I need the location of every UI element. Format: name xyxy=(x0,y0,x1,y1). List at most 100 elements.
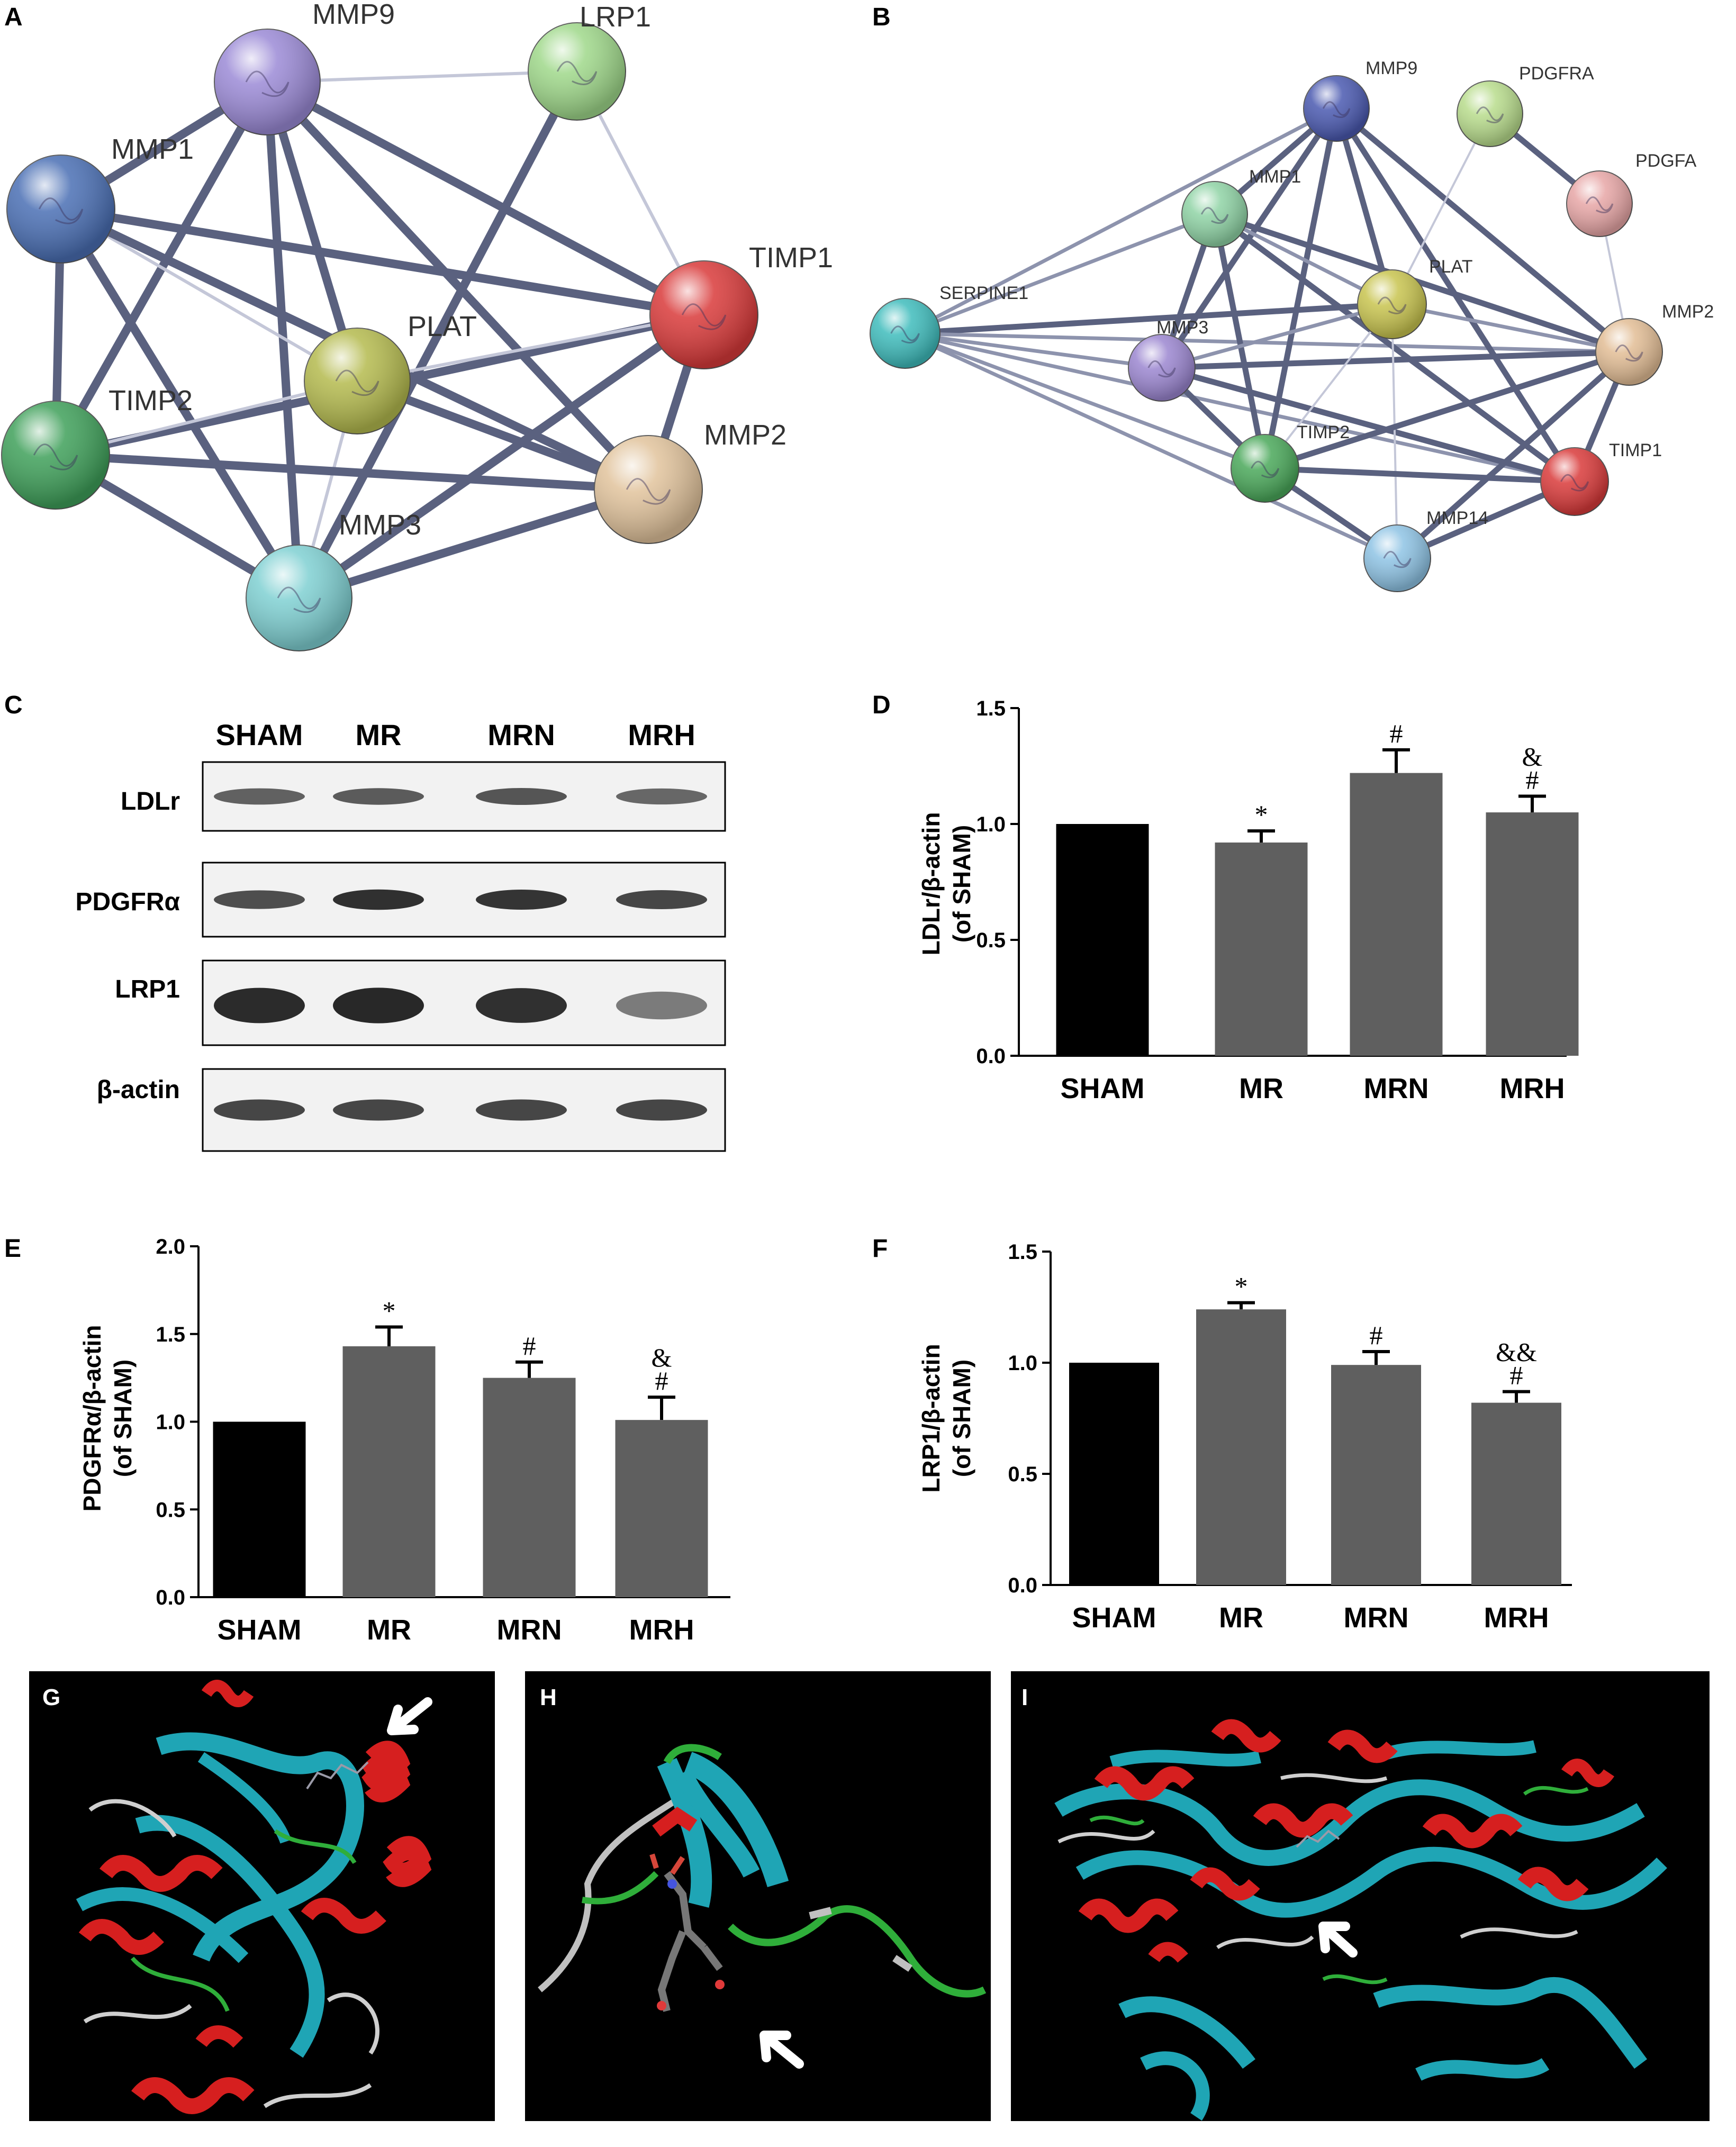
significance-marker: & xyxy=(1522,741,1543,771)
blot-band xyxy=(333,1099,424,1121)
network-edge xyxy=(905,331,1630,354)
blot-band xyxy=(214,1099,305,1121)
network-node-label: MMP3 xyxy=(1156,318,1208,338)
network-node-serpine1: SERPINE1 xyxy=(870,283,1028,369)
network-edge xyxy=(1214,211,1630,355)
blot-band xyxy=(476,1099,567,1121)
bar xyxy=(1069,1363,1159,1585)
network-edge xyxy=(904,331,1398,560)
x-category-label: MR xyxy=(1239,1073,1283,1104)
network-node-timp1: TIMP1 xyxy=(1540,440,1662,516)
blot-band xyxy=(616,991,707,1020)
bar xyxy=(342,1346,436,1597)
panel-letter-c: C xyxy=(4,691,23,719)
panel-letter-g: G xyxy=(42,1684,60,1710)
blot-band xyxy=(616,788,707,805)
x-category-label: SHAM xyxy=(1072,1602,1156,1634)
network-node-label: MMP2 xyxy=(1662,302,1714,322)
structure-panel-g: G xyxy=(29,1671,495,2121)
panel-letter-h: H xyxy=(540,1684,557,1710)
bar xyxy=(1331,1365,1421,1585)
significance-marker: # xyxy=(1370,1320,1383,1350)
significance-marker: # xyxy=(1526,765,1539,794)
arrow-icon xyxy=(760,2031,804,2069)
network-node-label: MMP9 xyxy=(312,0,395,30)
bar xyxy=(213,1421,306,1597)
panel-letter-e: E xyxy=(4,1235,21,1263)
network-edge xyxy=(1391,113,1491,305)
network-node-label: TIMP1 xyxy=(749,242,833,274)
blot-row-label: β-actin xyxy=(97,1076,180,1104)
y-axis-label: LDLr/β-actin(of SHAM) xyxy=(917,812,975,956)
network-edge xyxy=(1391,304,1398,559)
network-node-mmp9: MMP9 xyxy=(214,0,395,135)
blot-row: LRP1 xyxy=(115,959,726,1046)
blot-row: β-actin xyxy=(97,1068,726,1152)
y-tick-label: 0.0 xyxy=(976,1045,1006,1068)
blot-row-label: LRP1 xyxy=(115,975,180,1003)
blot-lane-label: MRH xyxy=(628,718,695,751)
bar xyxy=(1486,812,1579,1056)
network-edge xyxy=(1391,302,1630,354)
significance-marker: * xyxy=(383,1296,396,1325)
significance-marker: * xyxy=(1235,1272,1248,1301)
panel-letter-b: B xyxy=(872,3,891,31)
network-edge xyxy=(904,212,1216,336)
network-edge xyxy=(1161,302,1393,370)
y-tick-label: 0.5 xyxy=(1008,1463,1037,1486)
x-category-label: MRH xyxy=(629,1614,694,1646)
structure-panel-h: H xyxy=(525,1671,991,2121)
x-category-label: MRH xyxy=(1500,1073,1565,1104)
network-node-timp2: TIMP2 xyxy=(1231,422,1350,503)
blot-row-label: PDGFRα xyxy=(75,888,180,916)
y-tick-label: 0.5 xyxy=(976,929,1006,952)
network-node-plat: PLAT xyxy=(1357,257,1473,339)
ribbon-structure-g xyxy=(76,1680,432,2114)
network-node-label: TIMP1 xyxy=(1609,440,1662,460)
network-edge xyxy=(1161,349,1630,371)
network-node-label: PDGFA xyxy=(1635,151,1697,171)
network-node-label: MMP1 xyxy=(111,133,194,165)
blot-lane-label: MRN xyxy=(487,718,555,751)
bar xyxy=(1215,843,1308,1056)
bar xyxy=(615,1420,708,1597)
network-edge xyxy=(60,205,705,319)
blot-band xyxy=(214,788,305,805)
network-edge xyxy=(905,331,1575,484)
structure-panel-i: I xyxy=(1011,1671,1710,2121)
bar xyxy=(1471,1402,1561,1585)
panel-letter-a: A xyxy=(4,3,23,31)
significance-marker: # xyxy=(1510,1361,1523,1390)
network-edge xyxy=(60,207,358,383)
network-node-mmp1: MMP1 xyxy=(6,133,194,264)
network-edge xyxy=(1334,106,1631,355)
network-edge xyxy=(1264,349,1630,472)
network-edge xyxy=(1211,213,1268,469)
blot-band xyxy=(476,890,567,910)
x-category-label: SHAM xyxy=(1061,1073,1145,1104)
x-category-label: MRH xyxy=(1484,1602,1549,1634)
significance-marker: # xyxy=(523,1331,536,1361)
blot-lane-label: MR xyxy=(355,718,401,751)
significance-marker: # xyxy=(655,1366,668,1396)
y-tick-label: 1.0 xyxy=(1008,1352,1037,1375)
network-node-label: MMP9 xyxy=(1366,58,1417,78)
network-node-label: MMP14 xyxy=(1426,508,1488,528)
bar xyxy=(1196,1309,1286,1585)
network-edge xyxy=(55,451,649,494)
significance-marker: & xyxy=(652,1343,672,1372)
y-axis-label: PDGFRα/β-actin(of SHAM) xyxy=(78,1325,137,1512)
network-edge xyxy=(905,301,1393,337)
network-node-mmp9: MMP9 xyxy=(1303,58,1417,142)
y-tick-label: 0.5 xyxy=(156,1498,185,1521)
y-tick-label: 1.0 xyxy=(976,813,1006,836)
significance-marker: # xyxy=(1390,719,1403,748)
network-edge xyxy=(57,206,303,601)
network-edge xyxy=(265,78,706,319)
blot-band xyxy=(214,890,305,909)
